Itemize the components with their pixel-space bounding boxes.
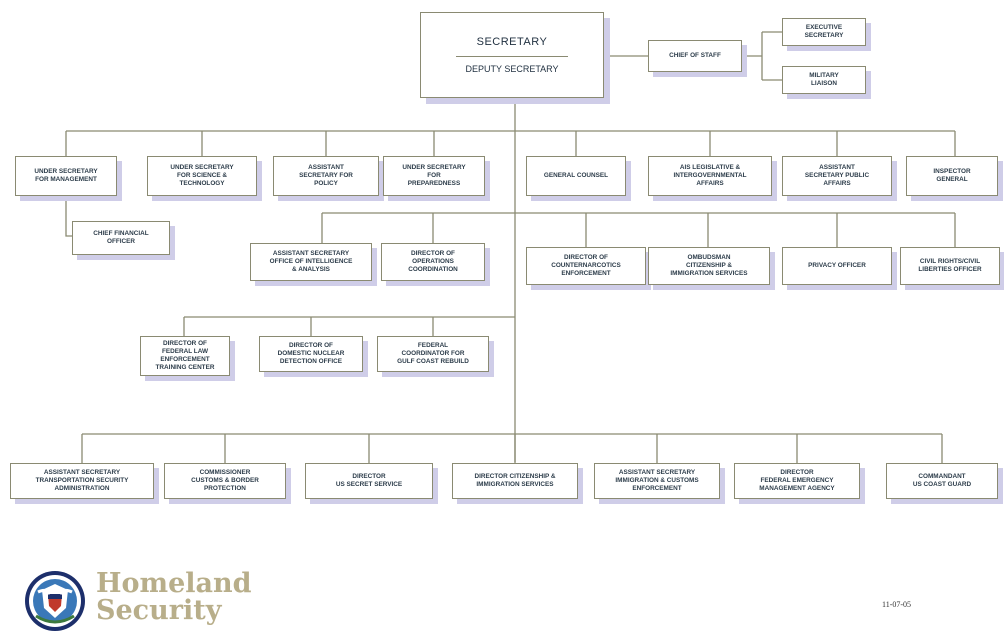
inspector-general-label: INSPECTOR GENERAL <box>933 168 971 183</box>
chief-of-staff-label: CHIEF OF STAFF <box>669 52 721 60</box>
public-affairs-box: ASSISTANT SECRETARY PUBLIC AFFAIRS <box>782 156 892 196</box>
under-secretary-preparedness-box: UNDER SECRETARY FOR PREPAREDNESS <box>383 156 485 196</box>
legislative-affairs-label: AIS LEGISLATIVE & INTERGOVERNMENTAL AFFA… <box>673 164 747 187</box>
ombudsman-box: OMBUDSMAN CITIZENSHIP & IMMIGRATION SERV… <box>648 247 770 285</box>
fema-box: DIRECTOR FEDERAL EMERGENCY MANAGEMENT AG… <box>734 463 860 499</box>
executive-secretary-box: EXECUTIVE SECRETARY <box>782 18 866 46</box>
general-counsel-label: GENERAL COUNSEL <box>543 172 609 180</box>
civil-rights-label: CIVIL RIGHTS/CIVIL LIBERTIES OFFICER <box>918 258 982 273</box>
privacy-officer-label: PRIVACY OFFICER <box>808 262 866 270</box>
secret-service-label: DIRECTOR US SECRET SERVICE <box>335 473 403 488</box>
assistant-secretary-policy-box: ASSISTANT SECRETARY FOR POLICY <box>273 156 379 196</box>
tsa-box: ASSISTANT SECRETARY TRANSPORTATION SECUR… <box>10 463 154 499</box>
citizenship-immigration-services-label: DIRECTOR CITIZENSHIP & IMMIGRATION SERVI… <box>474 473 556 488</box>
secret-service-box: DIRECTOR US SECRET SERVICE <box>305 463 433 499</box>
homeland-security-wordmark: Homeland Security <box>96 570 252 624</box>
divider <box>456 56 568 57</box>
brand-line-1: Homeland <box>96 568 252 599</box>
public-affairs-label: ASSISTANT SECRETARY PUBLIC AFFAIRS <box>804 164 870 187</box>
gulf-coast-rebuild-label: FEDERAL COORDINATOR FOR GULF COAST REBUI… <box>397 342 469 365</box>
domestic-nuclear-detection-label: DIRECTOR OF DOMESTIC NUCLEAR DETECTION O… <box>277 342 345 365</box>
inspector-general-box: INSPECTOR GENERAL <box>906 156 998 196</box>
deputy-secretary-title: DEPUTY SECRETARY <box>465 64 559 74</box>
under-secretary-management-label: UNDER SECRETARY FOR MANAGEMENT <box>34 168 98 183</box>
customs-border-protection-label: COMMISSIONER CUSTOMS & BORDER PROTECTION <box>191 469 259 492</box>
legislative-affairs-box: AIS LEGISLATIVE & INTERGOVERNMENTAL AFFA… <box>648 156 772 196</box>
military-liaison-label: MILITARY LIAISON <box>809 72 839 87</box>
tsa-label: ASSISTANT SECRETARY TRANSPORTATION SECUR… <box>35 469 129 492</box>
civil-rights-box: CIVIL RIGHTS/CIVIL LIBERTIES OFFICER <box>900 247 1000 285</box>
chart-date: 11-07-05 <box>882 600 912 609</box>
fletc-box: DIRECTOR OF FEDERAL LAW ENFORCEMENT TRAI… <box>140 336 230 376</box>
ombudsman-label: OMBUDSMAN CITIZENSHIP & IMMIGRATION SERV… <box>670 254 748 277</box>
under-secretary-management-box: UNDER SECRETARY FOR MANAGEMENT <box>15 156 117 196</box>
counternarcotics-box: DIRECTOR OF COUNTERNARCOTICS ENFORCEMENT <box>526 247 646 285</box>
chief-financial-officer-box: CHIEF FINANCIAL OFFICER <box>72 221 170 255</box>
domestic-nuclear-detection-box: DIRECTOR OF DOMESTIC NUCLEAR DETECTION O… <box>259 336 363 372</box>
intelligence-analysis-box: ASSISTANT SECRETARY OFFICE OF INTELLIGEN… <box>250 243 372 281</box>
chief-financial-officer-label: CHIEF FINANCIAL OFFICER <box>93 230 149 245</box>
executive-secretary-label: EXECUTIVE SECRETARY <box>804 24 844 39</box>
general-counsel-box: GENERAL COUNSEL <box>526 156 626 196</box>
fema-label: DIRECTOR FEDERAL EMERGENCY MANAGEMENT AG… <box>759 469 835 492</box>
customs-border-protection-box: COMMISSIONER CUSTOMS & BORDER PROTECTION <box>164 463 286 499</box>
immigration-customs-enforcement-label: ASSISTANT SECRETARY IMMIGRATION & CUSTOM… <box>615 469 699 492</box>
military-liaison-box: MILITARY LIAISON <box>782 66 866 94</box>
under-secretary-science-technology-label: UNDER SECRETARY FOR SCIENCE & TECHNOLOGY <box>170 164 234 187</box>
dhs-seal-icon <box>25 571 85 631</box>
citizenship-immigration-services-box: DIRECTOR CITIZENSHIP & IMMIGRATION SERVI… <box>452 463 578 499</box>
secretary-title: SECRETARY <box>476 36 548 48</box>
chief-of-staff-box: CHIEF OF STAFF <box>648 40 742 72</box>
under-secretary-preparedness-label: UNDER SECRETARY FOR PREPAREDNESS <box>402 164 466 187</box>
operations-coordination-label: DIRECTOR OF OPERATIONS COORDINATION <box>408 250 458 273</box>
gulf-coast-rebuild-box: FEDERAL COORDINATOR FOR GULF COAST REBUI… <box>377 336 489 372</box>
intelligence-analysis-label: ASSISTANT SECRETARY OFFICE OF INTELLIGEN… <box>269 250 353 273</box>
privacy-officer-box: PRIVACY OFFICER <box>782 247 892 285</box>
brand-line-2: Security <box>96 595 222 626</box>
operations-coordination-box: DIRECTOR OF OPERATIONS COORDINATION <box>381 243 485 281</box>
coast-guard-box: COMMANDANT US COAST GUARD <box>886 463 998 499</box>
immigration-customs-enforcement-box: ASSISTANT SECRETARY IMMIGRATION & CUSTOM… <box>594 463 720 499</box>
under-secretary-science-technology-box: UNDER SECRETARY FOR SCIENCE & TECHNOLOGY <box>147 156 257 196</box>
coast-guard-label: COMMANDANT US COAST GUARD <box>912 473 972 488</box>
assistant-secretary-policy-label: ASSISTANT SECRETARY FOR POLICY <box>299 164 353 187</box>
counternarcotics-label: DIRECTOR OF COUNTERNARCOTICS ENFORCEMENT <box>551 254 621 277</box>
fletc-label: DIRECTOR OF FEDERAL LAW ENFORCEMENT TRAI… <box>155 340 215 371</box>
secretary-box: SECRETARY DEPUTY SECRETARY <box>420 12 604 98</box>
